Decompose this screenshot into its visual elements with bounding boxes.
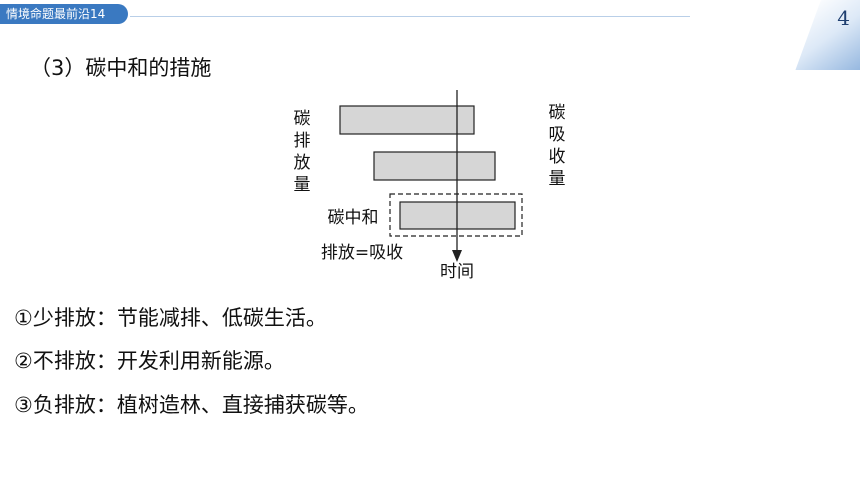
emission-bar-2: [373, 151, 496, 181]
neutral-label: 碳中和: [328, 208, 379, 228]
right-label-char: 收: [549, 147, 566, 167]
time-axis-label: 时间: [440, 262, 474, 282]
time-axis-arrow-icon: [452, 250, 462, 262]
neutral-dashed-box: [389, 193, 523, 237]
right-label-char: 量: [549, 169, 566, 189]
equation-label: 排放=吸收: [321, 243, 403, 263]
section-tag: 情境命题最前沿14: [0, 4, 128, 24]
left-label-char: 碳: [294, 109, 311, 129]
carbon-neutral-diagram: 碳 排 放 量 碳 吸 收 量 碳中和 排放=吸收 时间: [294, 90, 566, 282]
section-heading: （3）碳中和的措施: [30, 56, 212, 80]
emission-bar-1: [339, 105, 475, 135]
left-label-char: 量: [294, 175, 311, 195]
page-number: 4: [837, 6, 850, 30]
left-label-char: 放: [294, 153, 311, 173]
measure-item: ③负排放：植树造林、直接捕获碳等。: [14, 393, 369, 417]
header-divider: [130, 16, 690, 17]
left-label-char: 排: [294, 131, 311, 151]
right-label-char: 吸: [549, 125, 566, 145]
right-label-char: 碳: [549, 103, 566, 123]
measure-item: ②不排放：开发利用新能源。: [14, 349, 285, 373]
measure-item: ①少排放：节能减排、低碳生活。: [14, 306, 327, 330]
